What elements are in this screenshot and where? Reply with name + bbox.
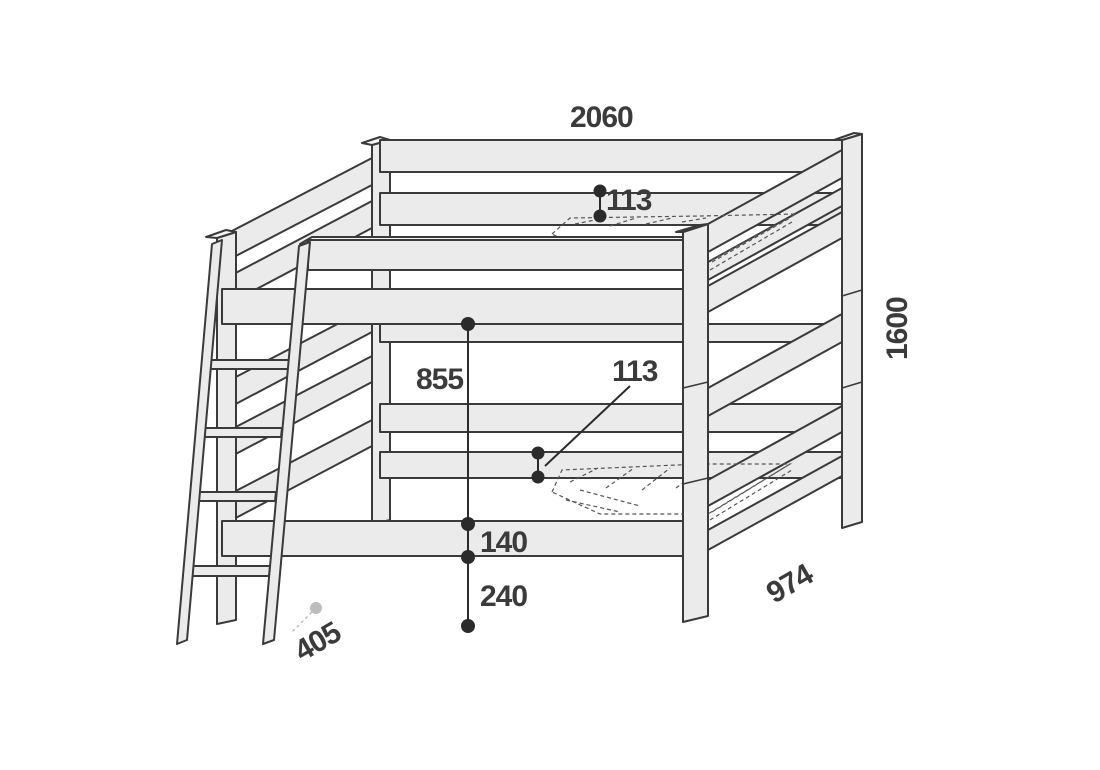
ladder-rung-3 [190,491,277,502]
dim-length-label: 2060 [570,101,633,134]
dim-clearance-label: 855 [416,363,463,396]
dim-vertical-stack [461,317,475,633]
back-rail-middle [379,323,843,343]
ladder-rung-4 [185,565,271,577]
dim-floor-clearance-label: 240 [480,580,527,613]
ladder-rung-1 [203,359,291,370]
back-right-post [833,132,863,529]
dim-lower-mattress-label: 113 [612,355,658,388]
dim-upper-mattress-label: 113 [606,184,652,217]
dim-upper-mattress [593,184,607,223]
ladder [176,239,311,645]
dim-ladder-depth-grey-dot [310,602,322,614]
back-rail-lower [379,403,843,433]
dim-ladder-depth [291,602,322,633]
ladder-rung-2 [196,427,283,438]
dim-height-label: 1600 [881,297,914,360]
dim-dot-lower-frame-top [461,517,475,531]
front-rail-top [299,236,691,271]
front-rail-lower-frame [221,520,691,557]
dim-dot-upper-frame [461,317,475,331]
dim-dot-lower-frame-bottom [461,550,475,564]
lower-mattress [551,463,793,521]
ladder-left-rail [176,239,223,645]
dim-lower-frame-label: 140 [480,526,527,559]
dim-ladder-depth-label: 405 [289,616,347,668]
dim-depth-label: 974 [761,557,819,610]
ladder-right-rail [262,241,311,645]
back-rail-top [379,139,843,173]
right-side-rails [707,149,843,551]
dim-lower-mattress [531,385,631,484]
front-right-post [675,223,709,623]
dim-dot-floor [461,619,475,633]
